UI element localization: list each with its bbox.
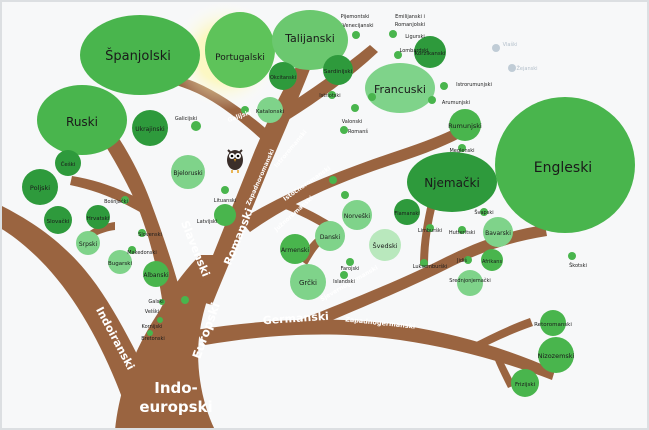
- branch-label-germanski: Germanski: [262, 310, 329, 328]
- leaf-label-ruski: Ruski: [66, 115, 98, 129]
- leaf-spanjolski: [80, 15, 200, 95]
- leaf-label-bjeloruski: Bjeloruski: [173, 170, 203, 177]
- leaf-label-njemacki: Njemački: [424, 176, 480, 190]
- large-leaves: [37, 10, 635, 233]
- leaf-label-slovacki: Slovački: [47, 218, 70, 225]
- medium-leaves: [22, 36, 574, 397]
- label-farojski: Farojski: [341, 266, 360, 272]
- leaf-label-hrvatski: Hrvatski: [87, 216, 110, 222]
- label-hutterit: Hutteritski: [449, 230, 475, 236]
- leaf-label-svapski: Švapski: [474, 209, 493, 216]
- leaf-label-luksemburski: Luksemburški: [413, 263, 448, 270]
- label-lombardski: Lombardski: [400, 48, 429, 54]
- label-islandski: Islandski: [333, 279, 355, 285]
- label-romanjolski: Romanjolski: [395, 22, 425, 28]
- label-meglenski: Meglenski: [449, 148, 474, 154]
- label-kornijski: Kornijski: [142, 324, 163, 330]
- leaf-label-albanski: Albanski: [143, 272, 169, 279]
- leaf-label-flamanski: Flamanski: [394, 211, 419, 217]
- label-venecijanski: Venecijanski: [342, 23, 373, 29]
- leaf-engleski: [495, 97, 635, 233]
- leaf-label-srpski: Srpski: [79, 241, 98, 248]
- leaf-label-srednjonjemacki: Srednjonjemački: [449, 277, 491, 284]
- label-arumunjski: Arumunjski: [442, 100, 470, 106]
- leaf-label-bavarski: Bavarski: [485, 230, 511, 237]
- pale-bubbles: [492, 44, 516, 72]
- leaf-label-sardinijski: Sardinijski: [324, 69, 353, 75]
- label-pijemontski: Pijemontski: [341, 14, 370, 20]
- label-slovenski: Slovenski: [138, 232, 162, 238]
- leaf-label-spanjolski: Španjolski: [105, 48, 171, 64]
- leaf-label-okcitanski: Okcitanski: [270, 75, 296, 81]
- label-bosnjacki: Bošnjački: [104, 198, 128, 205]
- leaf-francuski: [365, 63, 435, 113]
- leaf-label-ukrajinski: Ukrajinski: [135, 126, 165, 133]
- label-zeljanski: Žejanski: [516, 64, 537, 72]
- label-emilijanski: Emilijanski i: [395, 14, 425, 20]
- leaf-label-portugalski: Portugalski: [215, 53, 265, 63]
- leaf-label-bugarski: Bugarski: [108, 261, 132, 267]
- leaf-label-korzikanski: Korzikanski: [415, 51, 446, 57]
- leaf-talijanski: [272, 10, 348, 70]
- leaf-label-afrikans: Afrikans: [482, 259, 502, 265]
- label-valonski: Valonski: [342, 119, 363, 125]
- leaf-label-frizijski-leaf: Frizijski: [515, 382, 536, 388]
- label-limburski: Limburški: [418, 227, 442, 234]
- small-leaves: [121, 30, 576, 336]
- leaf-label-grcki: Grčki: [299, 279, 317, 287]
- label-istrorumunjski: Istrorumunjski: [456, 82, 492, 88]
- label-galicijski: Galicijski: [175, 116, 197, 122]
- label-latvijski: Latvijski: [197, 219, 217, 225]
- leaf-label-jidis: Jidiš: [456, 257, 467, 264]
- leaf-label-rumunjski: Rumunjski: [448, 122, 482, 130]
- leaf-portugalski: [205, 12, 275, 88]
- leaf-label-norveski: Norveški: [344, 213, 370, 220]
- leaf-label-engleski: Engleski: [534, 160, 592, 176]
- trunk-label-indo: Indo-: [154, 379, 198, 397]
- leaf-label-francuski: Francuski: [374, 83, 426, 96]
- leaf-label-poljski: Poljski: [30, 184, 50, 192]
- leaf-njemacki: [407, 152, 497, 212]
- label-gelski: Galski: [148, 299, 163, 305]
- leaf-label-katalonski: Katalonski: [256, 109, 285, 115]
- leaf-label-talijanski: Talijanski: [284, 32, 335, 45]
- label-istriotski: Istriotski: [319, 93, 340, 99]
- leaf-label-cesko: Češki: [61, 161, 76, 168]
- leaf-label-retoromanski: Retoromanski: [534, 322, 572, 328]
- label-bretonski: Bretonski: [141, 336, 165, 342]
- leaf-ruski: [37, 85, 127, 155]
- label-ligurski: Ligurski: [405, 34, 424, 40]
- trunk-label-europski: europski: [139, 398, 212, 416]
- leaf-label-armenski: Armenski: [281, 247, 309, 254]
- leaf-label-skotski: Škotski: [569, 262, 587, 269]
- leaf-label-danski: Danski: [320, 234, 341, 241]
- owl-icon: [227, 149, 243, 173]
- label-vlaski: Vlaški: [503, 41, 518, 48]
- label-velski: Velški: [145, 308, 159, 315]
- label-makedonski: Makedonski: [127, 250, 156, 256]
- label-romans: Romanš: [348, 128, 368, 135]
- leaf-label-svedski: Švedski: [372, 241, 397, 250]
- label-lituanski: Lituanski: [214, 198, 236, 204]
- leaf-label-nizozemski: Nizozemski: [538, 352, 575, 360]
